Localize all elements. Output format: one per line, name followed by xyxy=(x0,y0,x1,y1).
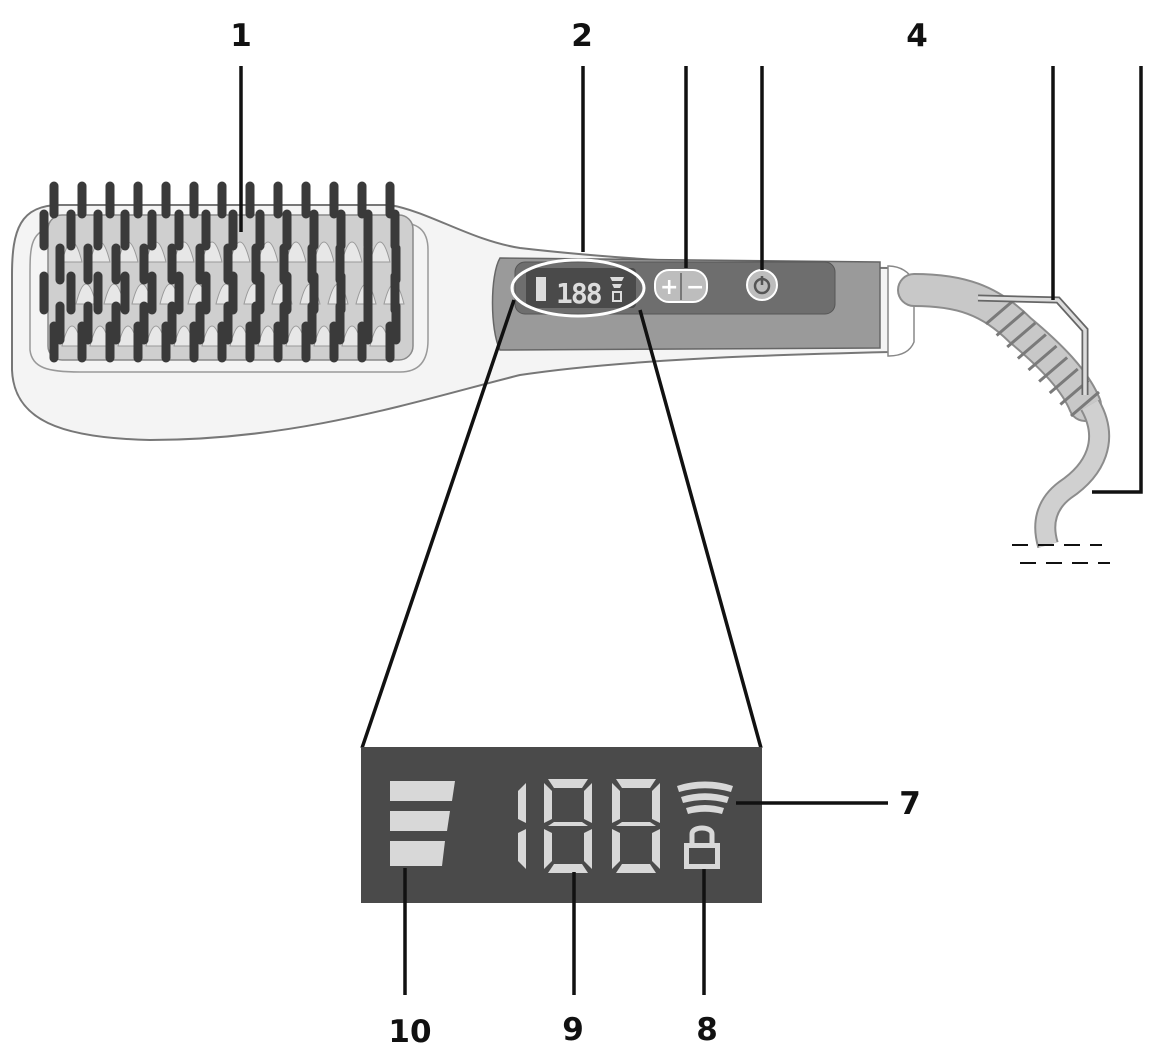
callout-4: 4 xyxy=(906,18,928,54)
enlarged-lcd-display xyxy=(361,747,762,903)
grip-rib xyxy=(1038,356,1069,383)
digit-segment xyxy=(584,829,592,869)
power-button xyxy=(746,269,778,301)
leader-lines xyxy=(239,66,1143,995)
callout-7: 7 xyxy=(899,786,921,822)
grip-rib xyxy=(995,310,1026,337)
digit-segment xyxy=(544,783,552,823)
heating-teeth xyxy=(61,241,405,347)
swivel-cord xyxy=(897,273,1110,564)
digit-segment xyxy=(518,829,526,869)
grip-rib xyxy=(985,298,1015,326)
callout-10: 10 xyxy=(388,1014,431,1048)
bristles xyxy=(39,181,401,363)
callout-8: 8 xyxy=(696,1012,718,1048)
callout-2: 2 xyxy=(571,18,593,54)
grip-rib xyxy=(1048,367,1079,395)
callout-9: 9 xyxy=(562,1012,584,1048)
grip-rib xyxy=(1027,344,1058,372)
digit-segment xyxy=(548,822,588,826)
zoom-lines xyxy=(360,299,763,749)
seven-segment-digit xyxy=(612,779,660,873)
digit-segment xyxy=(612,783,620,823)
digit-segment xyxy=(548,864,588,873)
display-highlight-ellipse xyxy=(510,258,646,318)
digit-segment xyxy=(612,829,620,869)
seven-segment-digit xyxy=(518,783,526,869)
grip-rib xyxy=(1016,333,1047,360)
brush-body: 188 + − xyxy=(11,181,915,442)
lock-icon xyxy=(684,825,720,869)
ionic-waves-icon xyxy=(677,781,733,814)
digit-segment xyxy=(616,864,656,873)
digit-segment xyxy=(652,829,660,869)
digit-segment xyxy=(518,783,526,823)
seven-segment-digit xyxy=(544,779,592,873)
temperature-digits xyxy=(518,779,660,873)
callout-1: 1 xyxy=(230,18,252,54)
temperature-level-bar-icon xyxy=(390,781,455,866)
svg-text:+: + xyxy=(660,275,678,300)
digit-segment xyxy=(652,783,660,823)
digit-segment xyxy=(584,783,592,823)
temperature-plus-minus-buttons: + − xyxy=(654,269,708,303)
svg-text:−: − xyxy=(686,275,704,300)
digit-segment xyxy=(544,829,552,869)
mini-ionic-icon xyxy=(610,277,624,302)
mini-display-digits: 188 xyxy=(556,277,602,310)
grip-rib xyxy=(1006,321,1037,349)
digit-segment xyxy=(548,779,588,788)
digit-segment xyxy=(616,822,656,826)
mini-temperature-bar-icon xyxy=(536,277,546,301)
grip-rib xyxy=(1070,390,1100,418)
digit-segment xyxy=(616,779,656,788)
